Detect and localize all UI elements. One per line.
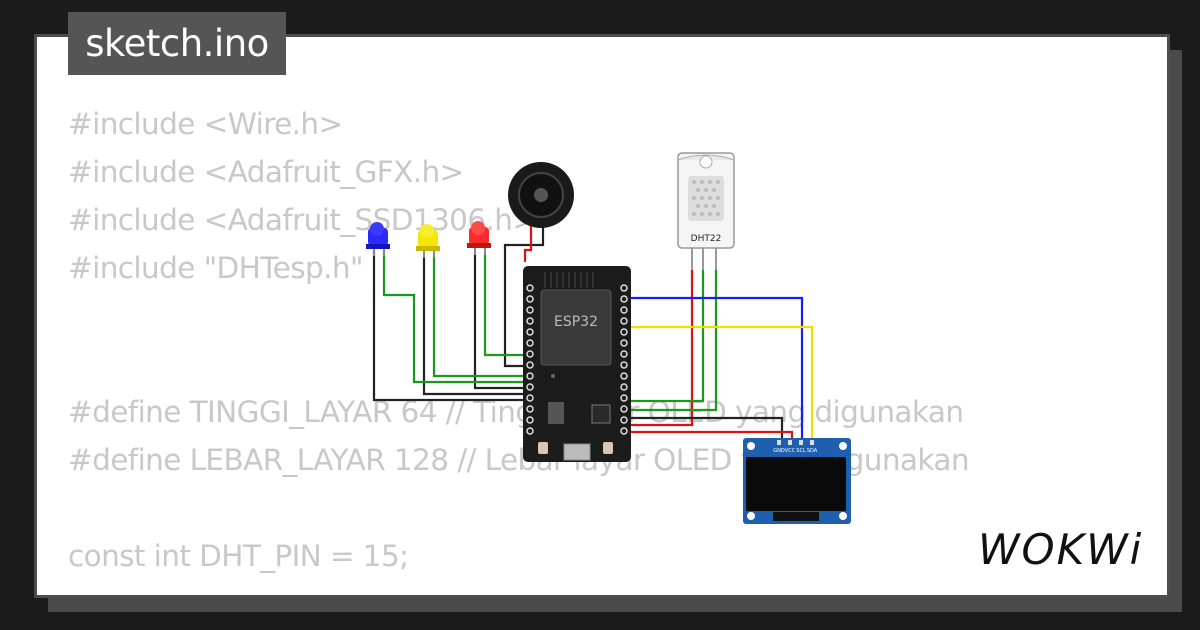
wire-dht-data [626, 270, 705, 403]
esp32-label: ESP32 [554, 314, 598, 330]
wire-dht-vcc [626, 270, 694, 427]
wire-oled-sda [626, 296, 804, 442]
wire-ground-red-led [473, 252, 533, 390]
wire-oled-scl [626, 325, 814, 442]
wires [372, 225, 814, 442]
wire-signal-blue-led [382, 250, 533, 384]
wire-ground-yellow-led [422, 256, 533, 396]
led-red[interactable] [467, 221, 491, 255]
oled-pin-scl: SCL [796, 448, 806, 454]
code-line: const int DHT_PIN = 15; [68, 539, 409, 573]
oled-display[interactable]: GND VCC SCL SDA [743, 438, 851, 524]
dht22-sensor[interactable]: DHT22 [677, 152, 735, 270]
wire-signal-yellow-led [432, 256, 533, 378]
code-line: #include "DHTesp.h" [68, 251, 364, 285]
wire-signal-red-led [483, 252, 533, 357]
oled-pin-sda: SDA [807, 448, 818, 454]
oled-pin-gnd: GND [773, 448, 785, 454]
wire-buzzer-2 [523, 225, 533, 262]
wire-buzzer-1 [503, 225, 545, 368]
wire-dht-gnd [626, 270, 718, 412]
buzzer[interactable] [508, 162, 574, 228]
code-line: #include <Adafruit_GFX.h> [68, 155, 464, 189]
esp32-board[interactable]: ESP32 [523, 266, 631, 462]
dht22-label: DHT22 [691, 234, 722, 244]
led-yellow[interactable] [416, 224, 440, 258]
wire-oled-gnd [626, 416, 784, 442]
wire-ground-blue-led [372, 250, 533, 402]
led-blue[interactable] [366, 222, 390, 256]
oled-pin-vcc: VCC [785, 448, 796, 454]
sketch-title: sketch.ino [68, 12, 286, 75]
code-preview: #include <Wire.h> #include <Adafruit_GFX.… [68, 100, 970, 580]
code-line: #include <Wire.h> [68, 107, 343, 141]
wokwi-logo[interactable]: WOKWi [978, 525, 1144, 574]
